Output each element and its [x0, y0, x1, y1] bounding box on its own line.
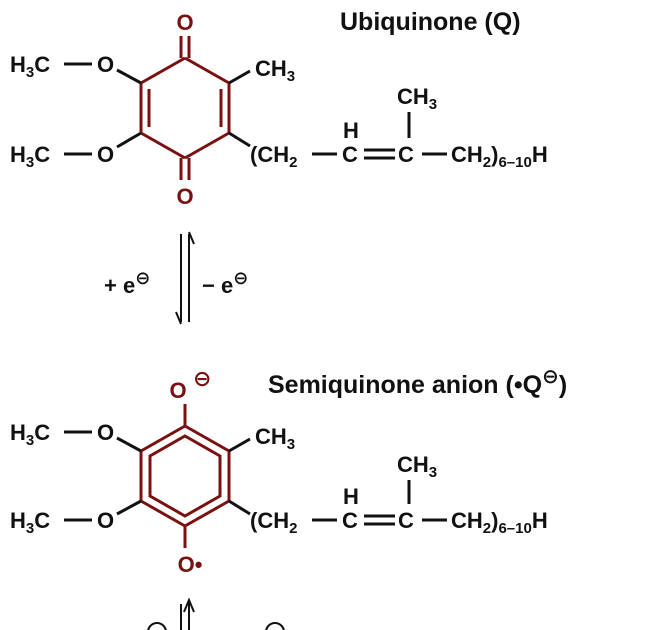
svg-text:H3C: H3C	[10, 508, 50, 537]
semiquinone-ring	[139, 404, 231, 548]
carbonyl-oxygen-bottom: O	[176, 184, 193, 209]
gain-electron-label: + e⊖	[104, 268, 150, 298]
semiquinone-title: Semiquinone anion (•Q⊖)	[268, 366, 567, 399]
svg-text:H: H	[343, 484, 359, 509]
svg-text:O: O	[97, 420, 114, 445]
ring-methyl: CH3	[255, 424, 295, 453]
semiquinone-oxygen-charge: ⊖	[193, 366, 211, 391]
equilibrium-arrows: + e⊖ − e⊖	[104, 231, 248, 325]
svg-text:CH3: CH3	[397, 84, 437, 113]
svg-text:O: O	[97, 508, 114, 533]
svg-text:C: C	[342, 508, 358, 533]
isoprenoid-chain: (CH2 C H C CH3 CH2)6–10H	[228, 84, 548, 171]
svg-text:(CH2: (CH2	[250, 508, 297, 537]
semiquinone-oxygen-radical: O•	[178, 552, 203, 577]
svg-text:O: O	[97, 142, 114, 167]
lose-electron-label: − e⊖	[202, 268, 248, 298]
methoxy-upper: H3C O	[10, 420, 142, 453]
carbonyl-oxygen-top: O	[176, 10, 193, 35]
svg-text:CH2)6–10H: CH2)6–10H	[451, 142, 548, 171]
isoprenoid-chain: (CH2 C H C CH3 CH2)6–10H	[228, 452, 548, 537]
svg-text:C: C	[398, 508, 414, 533]
semiquinone-structure: Semiquinone anion (•Q⊖) O ⊖ O• CH3 H3C O…	[10, 366, 567, 577]
methoxy-lower: H3C O	[10, 131, 142, 171]
svg-text:H: H	[343, 118, 359, 143]
svg-text:CH2)6–10H: CH2)6–10H	[451, 508, 548, 537]
svg-text:C: C	[342, 142, 358, 167]
methoxy-lower: H3C O	[10, 499, 142, 537]
svg-text:(CH2: (CH2	[250, 142, 297, 171]
quinone-ring	[139, 36, 231, 180]
svg-text:O: O	[97, 52, 114, 77]
svg-text:C: C	[398, 142, 414, 167]
ubiquinone-title: Ubiquinone (Q)	[340, 8, 521, 36]
svg-text:H3C: H3C	[10, 52, 50, 81]
ubiquinone-structure: Ubiquinone (Q) O O CH3 H3C O	[10, 8, 548, 209]
svg-text:CH3: CH3	[397, 452, 437, 481]
semiquinone-oxygen-top: O	[169, 378, 186, 403]
svg-text:H3C: H3C	[10, 142, 50, 171]
ring-methyl: CH3	[255, 56, 295, 85]
next-equilibrium-arrows-partial	[147, 597, 285, 630]
methoxy-upper: H3C O	[10, 52, 142, 85]
svg-text:H3C: H3C	[10, 420, 50, 449]
